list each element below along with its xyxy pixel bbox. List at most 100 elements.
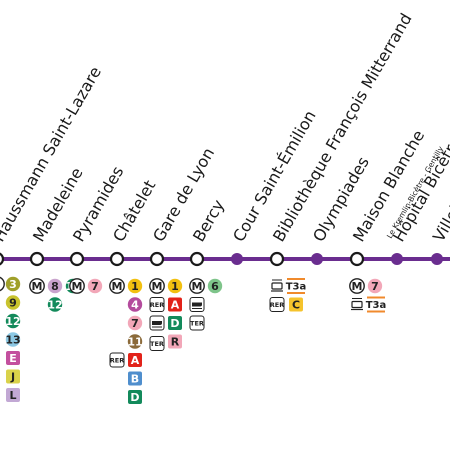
station-node-pyramides[interactable]	[69, 251, 85, 267]
station-node-madeleine[interactable]	[29, 251, 45, 267]
rer-line-r-badge[interactable]: R	[168, 334, 182, 349]
rer-line-b-badge[interactable]: B	[128, 371, 142, 386]
rer-line-d-text: D	[130, 391, 139, 404]
rer-line-d-badge[interactable]: D	[128, 390, 142, 404]
rer-line-a-text: A	[171, 299, 180, 312]
station-node-olympiades[interactable]	[311, 253, 323, 265]
ter-text: TER	[150, 340, 164, 348]
metro-m-text: M	[152, 280, 163, 293]
metro-line-1-text: 1	[131, 280, 139, 293]
metro-line-6-text: 6	[211, 280, 219, 293]
station-nodes	[0, 251, 443, 267]
metro-line-6-badge[interactable]: 6	[207, 278, 223, 294]
station-node-haussmann-saint-lazare[interactable]	[0, 252, 5, 266]
rer-line-j-text: J	[10, 371, 15, 384]
metro-line-11-text: 11	[127, 336, 142, 349]
metro-line-3-text: 3	[9, 278, 17, 291]
rer-badge[interactable]: RER	[269, 297, 285, 312]
station-node-villejuif[interactable]	[431, 253, 443, 265]
station-node-bercy[interactable]	[189, 251, 205, 267]
metro-line-13-badge[interactable]: 13	[5, 332, 21, 347]
metro-m-badge[interactable]: M	[69, 278, 85, 294]
train-icon	[149, 315, 165, 331]
metro-line-1-badge[interactable]: 1	[167, 278, 183, 294]
train-icon	[189, 297, 205, 312]
rer-line-a-badge[interactable]: A	[168, 297, 182, 312]
metro-line-1-badge[interactable]: 1	[127, 278, 143, 294]
metro-m-badge[interactable]: M	[29, 278, 45, 294]
station-node-chatelet[interactable]	[109, 251, 125, 267]
metro-m-text: M	[32, 280, 43, 293]
rer-line-e-text: E	[9, 352, 17, 365]
station-node-bibliotheque-francois-mitterrand[interactable]	[269, 251, 285, 267]
metro-line-7-text: 7	[131, 317, 139, 330]
station-node-hopital-bicetre[interactable]	[391, 253, 403, 265]
t3a-text: T3a	[366, 300, 387, 311]
rer-badge[interactable]: RER	[149, 297, 165, 312]
tram-icon	[351, 298, 363, 311]
metro-line-4-badge[interactable]: 4	[127, 297, 143, 312]
metro-line-8-badge[interactable]: 8	[47, 278, 63, 294]
rer-line-a-badge[interactable]: A	[128, 353, 142, 367]
metro-line-12-badge[interactable]: 12	[5, 313, 21, 329]
metro-line-8-text: 8	[51, 280, 59, 293]
rer-line-e-badge[interactable]: E	[6, 351, 20, 365]
metro-m-badge[interactable]: M	[349, 278, 365, 294]
ter-badge[interactable]: TER	[189, 315, 205, 331]
t3a-tram-badge[interactable]: T3a	[366, 296, 387, 313]
connection-badges: 391213EJLM81212M7M14711ABDRERM1RERADRTER…	[0, 276, 387, 404]
rer-text: RER	[150, 301, 164, 309]
metro-line-7-badge[interactable]: 7	[367, 278, 383, 294]
rer-line-r-text: R	[171, 336, 180, 349]
station-node-cour-saint-emilion[interactable]	[231, 253, 243, 265]
rer-line-l-badge[interactable]: L	[6, 388, 20, 402]
station-node-maison-blanche[interactable]	[349, 251, 365, 267]
rer-line-b-text: B	[131, 373, 139, 386]
rer-badge[interactable]: RER	[109, 352, 125, 368]
metro-line-7-text: 7	[91, 280, 99, 293]
t3a-tram-badge[interactable]: T3a	[286, 278, 307, 294]
metro-m-text: M	[112, 280, 123, 293]
rer-line-d-badge[interactable]: D	[168, 316, 182, 330]
metro-line-12-text: 12	[5, 315, 20, 328]
metro-line-4-text: 4	[131, 299, 139, 312]
metro-m-badge[interactable]: M	[189, 278, 205, 294]
metro-line-12-badge[interactable]: 12	[47, 297, 63, 312]
t3a-text: T3a	[286, 282, 307, 293]
ter-text: TER	[190, 319, 204, 327]
rer-line-l-text: L	[9, 389, 16, 402]
station-label-bercy: Bercy	[189, 196, 228, 245]
metro-m-text: M	[192, 280, 203, 293]
tram-icon	[271, 279, 283, 292]
metro-line-3-badge[interactable]: 3	[5, 276, 21, 292]
metro-m-badge[interactable]: M	[109, 278, 125, 294]
rer-text: RER	[270, 301, 284, 309]
metro-m-badge[interactable]: M	[149, 278, 165, 294]
metro-m-text: M	[352, 280, 363, 293]
station-labels: Haussmann Saint-LazareMadeleinePyramides…	[0, 10, 450, 245]
metro-line-7-badge[interactable]: 7	[87, 278, 103, 294]
metro-line-1-text: 1	[171, 280, 179, 293]
metro-line-9-badge[interactable]: 9	[5, 295, 21, 310]
metro-line-12-text: 12	[47, 299, 62, 312]
rer-line-j-badge[interactable]: J	[6, 369, 20, 384]
rer-line-d-text: D	[170, 317, 179, 330]
metro-line-7-badge[interactable]: 7	[127, 315, 143, 331]
rer-line-c-badge[interactable]: C	[289, 297, 303, 312]
metro-line-13-text: 13	[5, 334, 20, 347]
rer-line-a-text: A	[131, 354, 140, 367]
metro-line-7-text: 7	[371, 280, 379, 293]
ter-badge[interactable]: TER	[149, 336, 165, 351]
metro-m-text: M	[72, 280, 83, 293]
station-node-gare-de-lyon[interactable]	[149, 251, 165, 267]
rer-text: RER	[110, 356, 124, 364]
metro-line-11-badge[interactable]: 11	[127, 334, 143, 349]
